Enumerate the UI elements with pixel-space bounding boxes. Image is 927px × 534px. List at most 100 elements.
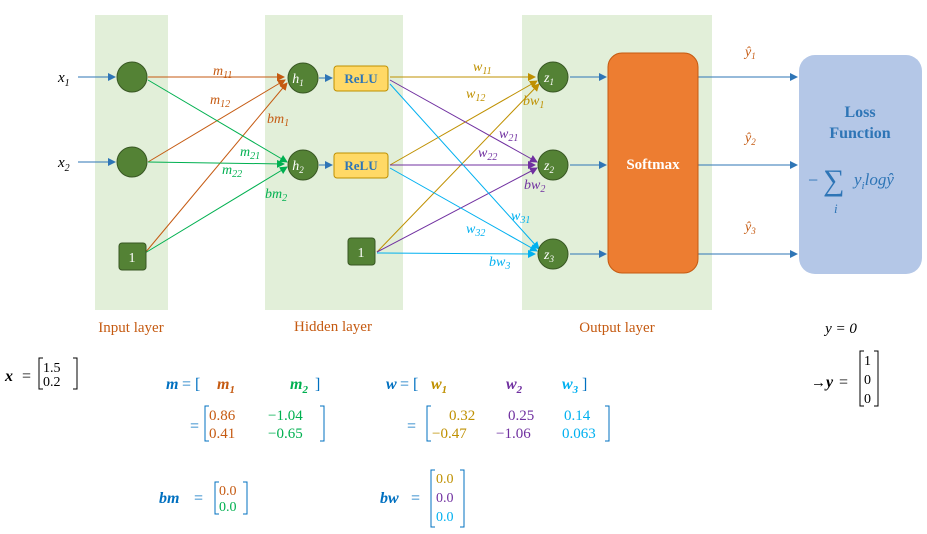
bm-vector-1: 0.0 bbox=[219, 484, 237, 499]
z1-label: z1 bbox=[543, 71, 554, 87]
z2-label: z2 bbox=[543, 159, 554, 175]
x-vector-eq: = bbox=[22, 368, 31, 385]
bw-vector-2: 0.0 bbox=[436, 491, 454, 506]
relu-label-2: ReLU bbox=[344, 158, 378, 173]
loss-title-line1: Loss bbox=[844, 104, 875, 121]
relu-box-1 bbox=[333, 65, 389, 92]
target-vector-label: y bbox=[824, 374, 834, 391]
bm-bracket-right bbox=[243, 481, 248, 515]
w-matrix-col3: w3 bbox=[562, 376, 579, 396]
label-w31: w31 bbox=[511, 209, 530, 226]
output-node-z1 bbox=[537, 61, 569, 93]
m-matrix-col2: m2 bbox=[290, 376, 308, 396]
z3-label: z3 bbox=[543, 248, 554, 264]
bw-vector-eq: = bbox=[411, 490, 420, 507]
x1-label: x1 bbox=[57, 70, 70, 89]
loss-formula-prefix: − bbox=[808, 170, 818, 190]
label-bm2: bm2 bbox=[265, 187, 287, 204]
bm-vector-2: 0.0 bbox=[219, 500, 237, 515]
edge-bm2 bbox=[144, 166, 288, 254]
edge-m12 bbox=[147, 79, 286, 163]
x-vector-value-2: 0.2 bbox=[43, 375, 61, 390]
loss-formula-body: yilogŷ bbox=[852, 170, 894, 192]
target-bracket-right bbox=[874, 350, 879, 407]
m-matrix-r2c2: −0.65 bbox=[268, 426, 303, 442]
input-layer-label: Input layer bbox=[98, 320, 163, 336]
edge-bw3 bbox=[376, 249, 536, 258]
softmax-box bbox=[607, 52, 699, 274]
m-matrix-bracket-left bbox=[204, 405, 209, 442]
w-matrix-r1c1: 0.32 bbox=[449, 408, 475, 424]
loss-sum-index: i bbox=[834, 201, 838, 216]
w-matrix-col2: w2 bbox=[506, 376, 523, 396]
m-matrix-eq: = bbox=[190, 418, 199, 435]
w-matrix-bracket-left bbox=[426, 405, 431, 442]
m-matrix-eq-header: = [ bbox=[182, 376, 200, 393]
target-vector-eq: = bbox=[839, 374, 848, 391]
w-matrix-eq: = bbox=[407, 418, 416, 435]
bw-vector-label: bw bbox=[380, 490, 399, 507]
hidden-node-h1 bbox=[287, 62, 319, 94]
label-bw1: bw1 bbox=[523, 94, 544, 111]
x-vector-value-1: 1.5 bbox=[43, 361, 61, 376]
relu-box-2 bbox=[333, 152, 389, 179]
loss-sum-symbol: ∑ bbox=[823, 164, 844, 197]
label-m21: m21 bbox=[240, 145, 260, 162]
w-matrix-r1c3: 0.14 bbox=[564, 408, 591, 424]
input-bias-node bbox=[118, 242, 147, 271]
edge-w32 bbox=[389, 167, 538, 252]
bm-bracket-left bbox=[214, 481, 219, 515]
softmax-label: Softmax bbox=[626, 157, 680, 173]
target-vector-1: 1 bbox=[864, 354, 871, 369]
w-matrix-label: w bbox=[386, 376, 397, 393]
label-w21: w21 bbox=[499, 127, 518, 144]
w-matrix-col1: w1 bbox=[431, 376, 447, 396]
w-matrix-r2c1: −0.47 bbox=[432, 426, 467, 442]
m-matrix-header-close: ] bbox=[315, 376, 320, 393]
input-node-x1 bbox=[116, 61, 148, 93]
edge-m21 bbox=[147, 79, 288, 163]
bw-vector-1: 0.0 bbox=[436, 472, 454, 487]
x-vector-bracket-left bbox=[38, 357, 43, 390]
edge-bw1 bbox=[376, 83, 540, 253]
yhat1-label: ŷ1 bbox=[743, 45, 756, 61]
loss-title-line2: Function bbox=[829, 125, 890, 142]
hidden-node-h2 bbox=[287, 149, 319, 181]
hidden-bias-label: 1 bbox=[358, 246, 365, 261]
relu-label-1: ReLU bbox=[344, 71, 378, 86]
edge-bm1 bbox=[144, 82, 288, 254]
target-vector-2: 0 bbox=[864, 373, 871, 388]
edge-w21 bbox=[389, 79, 538, 163]
yhat3-label: ŷ3 bbox=[743, 220, 756, 236]
edge-m22 bbox=[147, 159, 285, 168]
loss-function-box bbox=[799, 55, 922, 274]
m-matrix-label: m bbox=[166, 376, 178, 393]
bm-vector-eq: = bbox=[194, 490, 203, 507]
label-m22: m22 bbox=[222, 163, 242, 180]
bw-bracket-left bbox=[430, 469, 435, 528]
label-w12: w12 bbox=[466, 87, 485, 104]
hidden-bias-node bbox=[347, 237, 376, 266]
m-matrix-r2c1: 0.41 bbox=[209, 426, 235, 442]
w-matrix-r2c2: −1.06 bbox=[496, 426, 531, 442]
edge-w12 bbox=[389, 80, 538, 166]
m-matrix-bracket-right bbox=[320, 405, 325, 442]
output-node-z2 bbox=[537, 149, 569, 181]
edge-w31 bbox=[389, 83, 540, 250]
m-matrix-r1c1: 0.86 bbox=[209, 408, 236, 424]
target-arrow: → bbox=[811, 375, 826, 391]
input-node-x2 bbox=[116, 146, 148, 178]
h1-label: h1 bbox=[292, 72, 304, 88]
w-matrix-r2c3: 0.063 bbox=[562, 426, 596, 442]
h2-label: h2 bbox=[292, 159, 304, 175]
w-matrix-header-close: ] bbox=[582, 376, 587, 393]
output-layer-label: Output layer bbox=[579, 320, 654, 336]
label-w32: w32 bbox=[466, 222, 485, 239]
label-m11: m11 bbox=[213, 64, 232, 81]
x-vector-bracket-right bbox=[73, 357, 78, 390]
label-bw3: bw3 bbox=[489, 255, 510, 272]
x-vector-label: x bbox=[4, 368, 13, 385]
target-y-equation: y = 0 bbox=[823, 321, 857, 337]
